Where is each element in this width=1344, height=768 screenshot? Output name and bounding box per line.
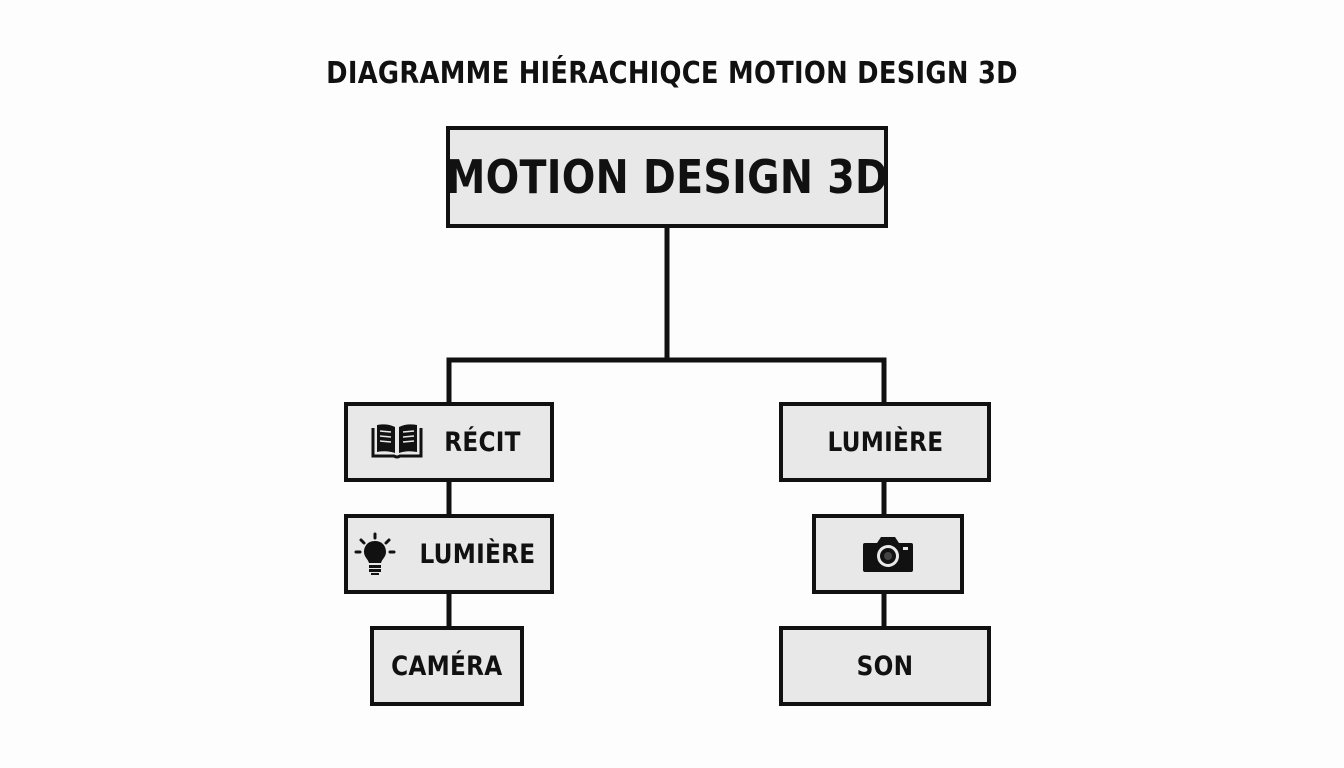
node-camera-label: CAMÉRA [391,650,503,682]
root-node-label: MOTION DESIGN 3D [445,150,889,204]
diagram-title: DIAGRAMME HIÉRACHIQCE MOTION DESIGN 3D [326,56,1018,91]
node-recit-label: RÉCIT [444,426,522,458]
node-camera: CAMÉRA [370,626,524,706]
node-son: SON [779,626,991,706]
root-node: MOTION DESIGN 3D [446,126,888,228]
camera-icon [861,534,915,574]
node-son-label: SON [856,650,914,682]
node-lumiere-right-label: LUMIÈRE [827,426,943,458]
node-recit: RÉCIT [344,402,554,482]
node-lumiere-right: LUMIÈRE [779,402,991,482]
node-lumiere-left-label: LUMIÈRE [419,538,535,570]
book-icon [370,422,424,462]
lightbulb-icon [354,532,396,576]
node-camera-icon [812,514,964,594]
node-lumiere-left: LUMIÈRE [344,514,554,594]
